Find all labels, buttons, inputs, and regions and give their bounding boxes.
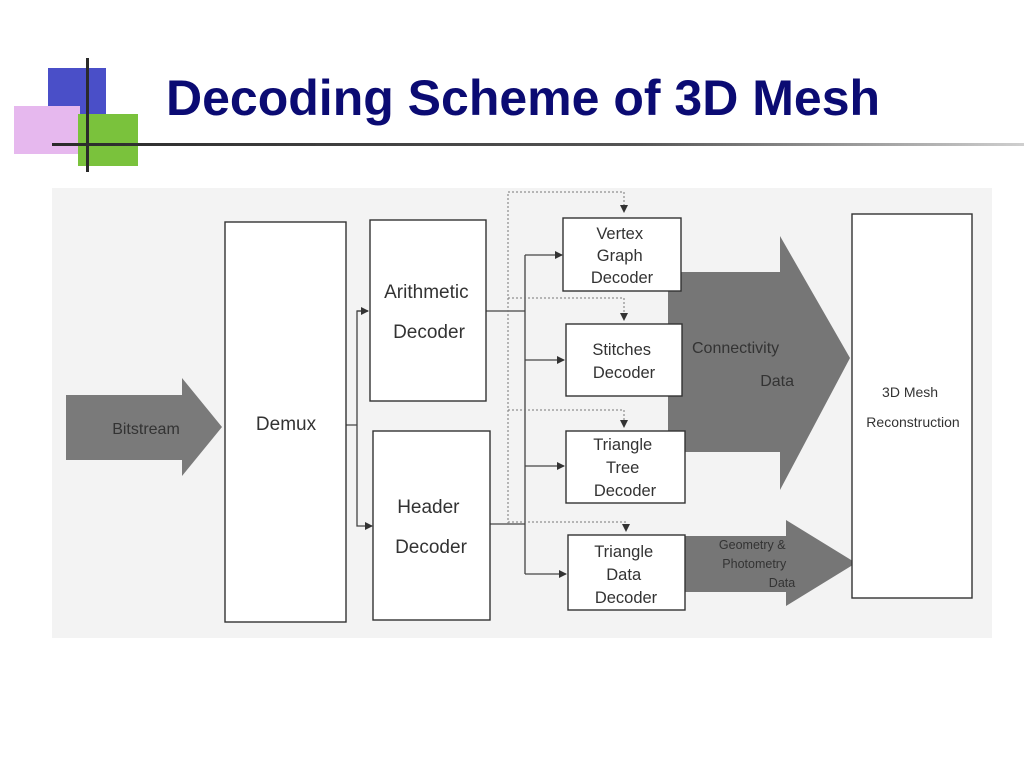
vertex-graph-decoder-label: Vertex Graph Decoder: [591, 225, 654, 287]
pink-square-icon: [14, 106, 80, 154]
vertex-graph-decoder-box: [562, 217, 682, 292]
bitstream-label: Bitstream: [112, 421, 180, 438]
stitches-decoder-label: Stitches Decoder: [592, 341, 655, 382]
connectivity-arrow: [668, 236, 850, 490]
triangle-data-decoder-box: [567, 534, 686, 611]
header-decoder-box: [372, 430, 491, 621]
geometry-arrow: [684, 520, 856, 606]
connectivity-data-label: Connectivity Data: [692, 340, 794, 390]
slide-title: Decoding Scheme of 3D Mesh: [166, 70, 881, 126]
title-underline: [52, 143, 1024, 146]
triangle-tree-decoder-label: Triangle Tree Decoder: [593, 436, 657, 500]
feedback-line-1: [507, 191, 628, 524]
demux-to-decoders-line: [346, 310, 372, 526]
triangle-data-decoder-label: Triangle Data Decoder: [594, 543, 658, 607]
arithmetic-decoder-box: [369, 219, 487, 402]
geometry-photometry-label: Geometry & Photometry Data: [719, 538, 795, 590]
arithmetic-decoder-label: Arithmetic Decoder: [384, 282, 474, 343]
stitches-decoder-box: [565, 323, 683, 397]
demux-box: [224, 221, 347, 623]
triangle-tree-decoder-box: [565, 430, 686, 504]
header-decoder-label: Header Decoder: [395, 497, 467, 558]
feedback-line-4: [508, 521, 630, 532]
feedback-line-2: [508, 297, 628, 321]
bitstream-arrow: [66, 378, 222, 476]
reconstruction-box: [851, 213, 973, 599]
feedback-line-3: [508, 409, 628, 428]
demux-label: Demux: [256, 414, 317, 435]
decor-vertical-line: [86, 58, 89, 172]
reconstruction-label: 3D Mesh Reconstruction: [866, 384, 959, 430]
